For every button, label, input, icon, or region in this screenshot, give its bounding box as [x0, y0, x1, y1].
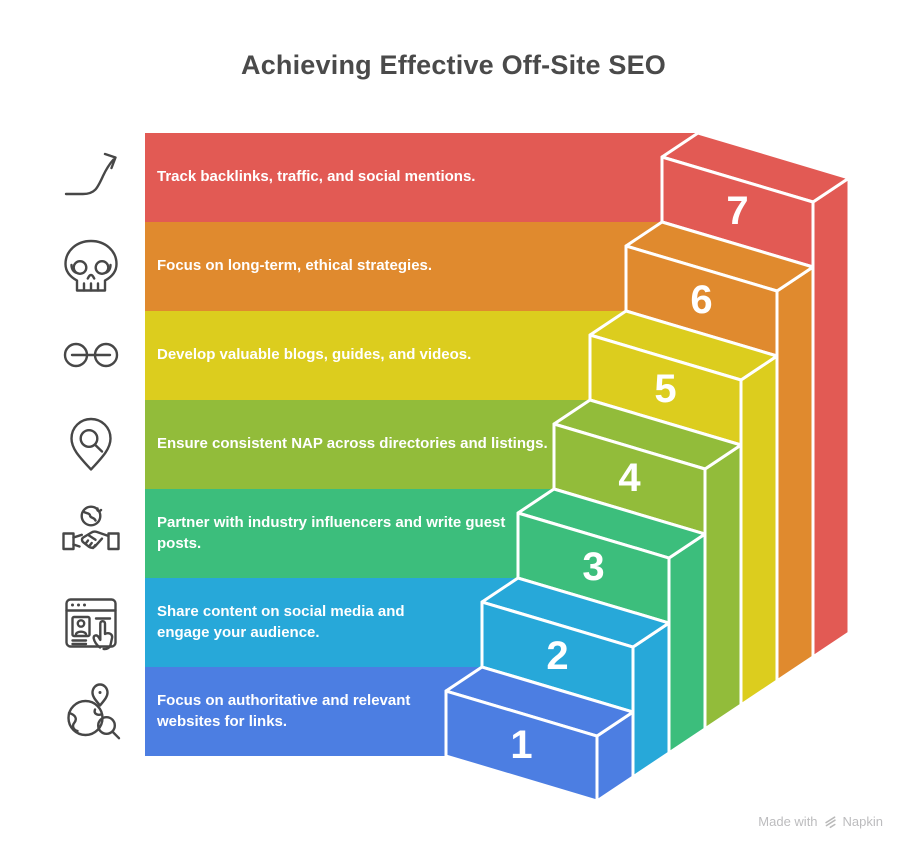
- skull-icon: [64, 239, 118, 292]
- step-label: Develop valuable blogs, guides, and vide…: [157, 346, 472, 364]
- step-number-2: 2: [546, 634, 568, 678]
- globe-pin-search-icon: [67, 683, 121, 740]
- step-3d-3: 3: [516, 487, 707, 755]
- napkin-brand-text: Napkin: [842, 814, 883, 829]
- step-row-2: Share content on social media and engage…: [0, 578, 907, 667]
- step-band-7: Track backlinks, traffic, and social men…: [145, 133, 698, 222]
- step-3d-5: 5: [588, 309, 779, 707]
- step-number-7: 7: [726, 189, 748, 233]
- step-1-front-face: [444, 689, 599, 803]
- browser-engagement-icon: [59, 590, 123, 654]
- step-3d-2: 2: [480, 576, 671, 779]
- trend-arrow-icon: [64, 152, 117, 196]
- page-title: Achieving Effective Off-Site SEO: [241, 50, 666, 80]
- step-row-5: Develop valuable blogs, guides, and vide…: [0, 311, 907, 400]
- step-band-3: Partner with industry influencers and wr…: [145, 489, 554, 578]
- location-search-icon: [70, 417, 112, 471]
- step-7-side-face: [811, 176, 851, 659]
- step-2-side-face: [631, 621, 671, 779]
- step-row-7: Track backlinks, traffic, and social men…: [0, 133, 907, 222]
- step-row-3: Partner with industry influencers and wr…: [0, 489, 907, 578]
- step-number-4: 4: [618, 456, 641, 500]
- step-3-side-face: [667, 532, 707, 755]
- skull-icon: [59, 234, 123, 298]
- handshake-globe-icon: [62, 505, 120, 551]
- step-6-side-face: [775, 265, 815, 683]
- browser-engagement-icon: [65, 598, 117, 651]
- step-number-6: 6: [690, 278, 712, 322]
- step-label: Partner with industry influencers and wr…: [157, 513, 506, 552]
- napkin-logo-icon: [824, 816, 836, 829]
- step-row-6: Focus on long-term, ethical strategies.: [0, 222, 907, 311]
- step-band-1: Focus on authoritative and relevant webs…: [145, 667, 482, 756]
- step-label: Track backlinks, traffic, and social men…: [157, 168, 476, 186]
- trend-arrow-icon: [59, 145, 123, 209]
- handshake-globe-icon: [59, 501, 123, 565]
- step-label: Ensure consistent NAP across directories…: [157, 435, 548, 453]
- location-search-icon: [59, 412, 123, 476]
- step-4-side-face: [703, 443, 743, 731]
- step-label: Focus on long-term, ethical strategies.: [157, 257, 433, 275]
- step-band-2: Share content on social media and engage…: [145, 578, 518, 667]
- made-with-attribution: Made with Napkin: [758, 814, 883, 829]
- step-band-5: Develop valuable blogs, guides, and vide…: [145, 311, 626, 400]
- chain-link-icon: [63, 342, 119, 368]
- globe-pin-search-icon: [59, 679, 123, 743]
- made-with-text: Made with: [758, 814, 818, 829]
- step-row-4: Ensure consistent NAP across directories…: [0, 400, 907, 489]
- step-band-4: Ensure consistent NAP across directories…: [145, 400, 590, 489]
- step-label: Focus on authoritative and relevant webs…: [157, 691, 411, 730]
- step-label: Share content on social media and engage…: [157, 602, 405, 641]
- step-5-side-face: [739, 354, 779, 707]
- chain-link-icon: [59, 323, 123, 387]
- step-number-5: 5: [654, 367, 676, 411]
- step-row-1: Focus on authoritative and relevant webs…: [0, 667, 907, 756]
- step-number-3: 3: [582, 545, 604, 589]
- step-3d-7: 7: [660, 131, 851, 659]
- step-3d-1: 1: [444, 665, 635, 803]
- step-number-1: 1: [510, 723, 532, 767]
- step-band-6: Focus on long-term, ethical strategies.: [145, 222, 662, 311]
- step-3d-6: 6: [624, 220, 815, 683]
